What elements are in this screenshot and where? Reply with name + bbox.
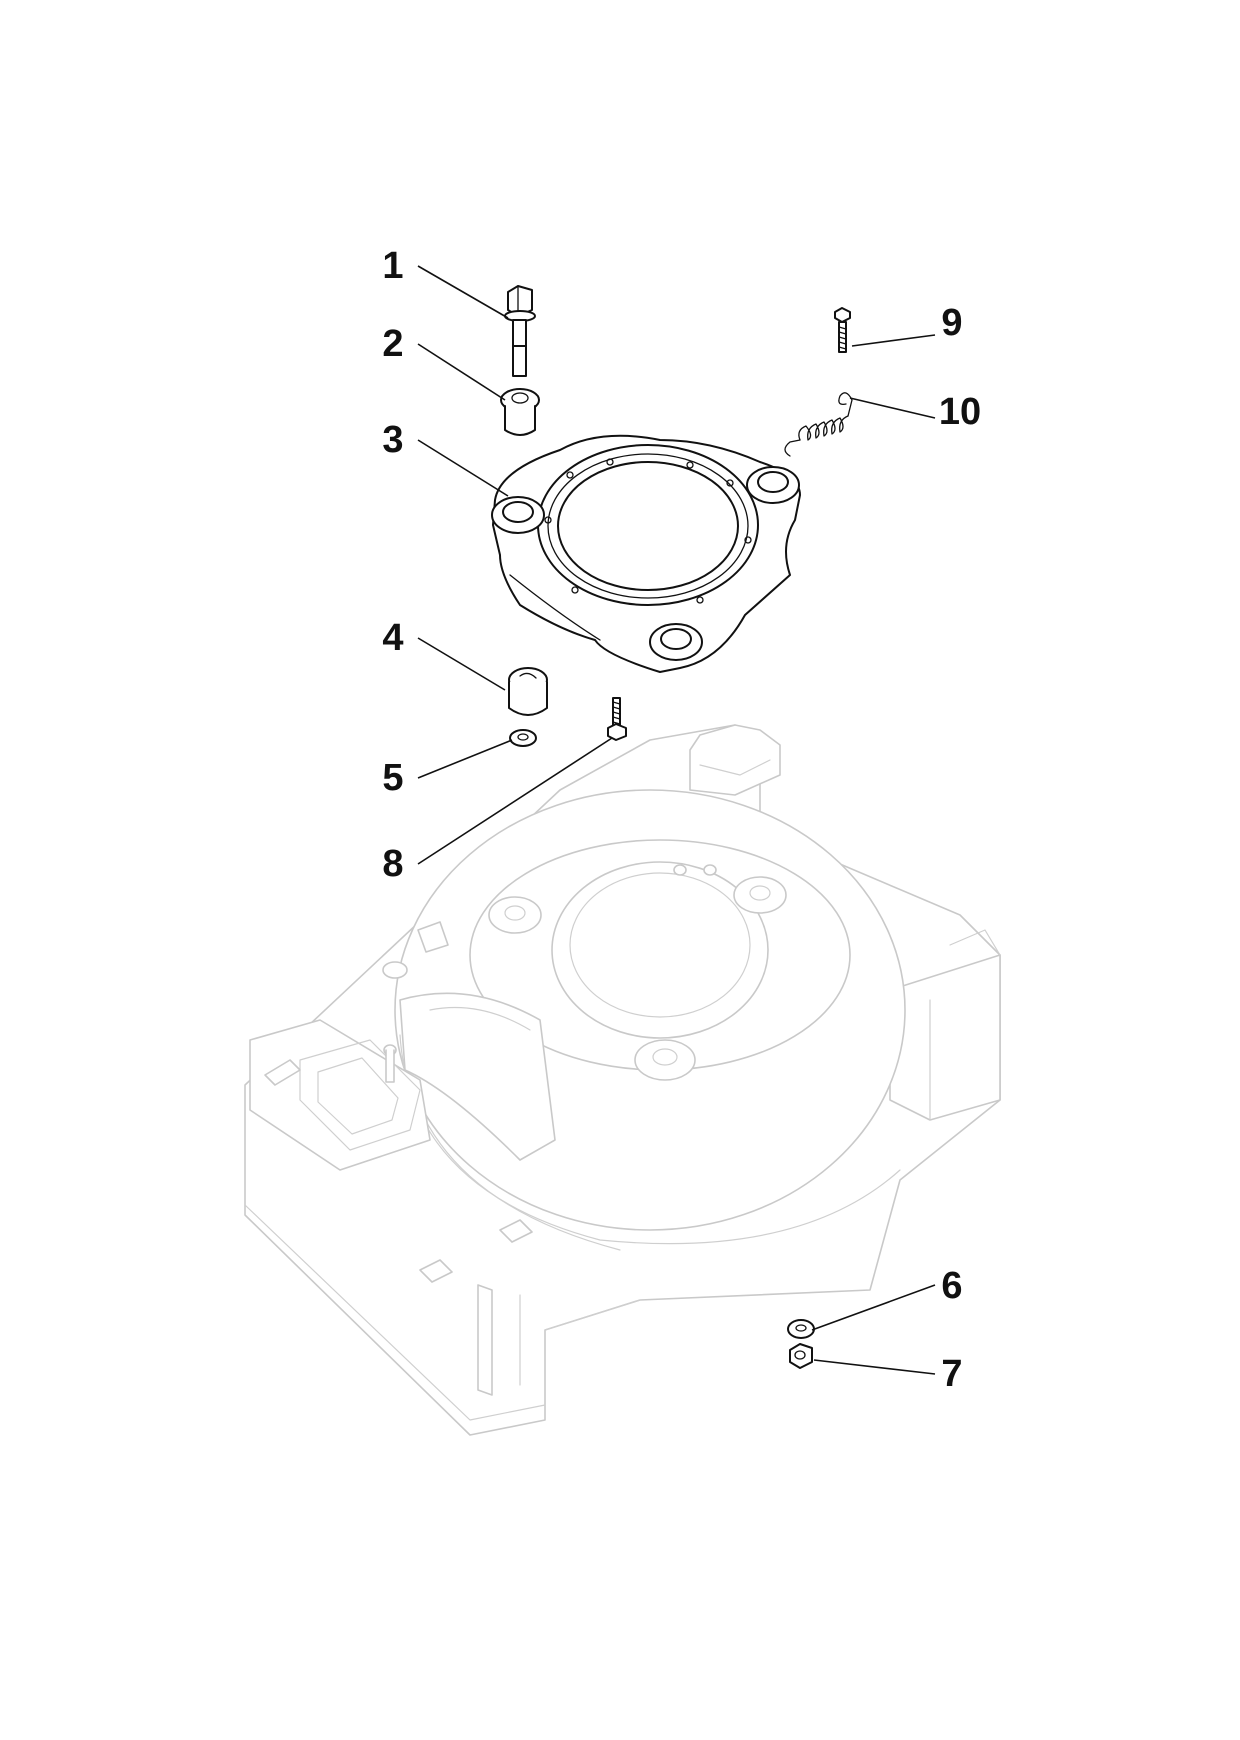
mower-deck-housing [244, 724, 1001, 1436]
callout-9: 9 [941, 302, 962, 344]
callout-7: 7 [941, 1353, 962, 1395]
screw-part-8 [607, 697, 627, 741]
callout-2: 2 [382, 323, 403, 365]
washer-part-6 [787, 1319, 815, 1339]
callout-10: 10 [939, 391, 981, 433]
leader-lines [417, 265, 936, 1375]
callout-6: 6 [941, 1265, 962, 1307]
callout-5: 5 [382, 757, 403, 799]
bushing-part-2 [500, 388, 540, 436]
callout-3: 3 [382, 419, 403, 461]
callout-8: 8 [382, 843, 403, 885]
screw-part-9 [834, 307, 851, 353]
bolt-part-1 [504, 285, 536, 377]
washer-part-5 [509, 729, 537, 747]
spring-part-10 [784, 392, 853, 457]
nut-part-7 [789, 1343, 813, 1369]
spacer-part-4 [508, 667, 548, 716]
callout-4: 4 [382, 617, 403, 659]
callout-1: 1 [382, 245, 403, 287]
flange-plate-part-3 [491, 434, 801, 673]
callout-labels: 1 2 3 4 5 8 9 10 6 7 [382, 245, 981, 1395]
